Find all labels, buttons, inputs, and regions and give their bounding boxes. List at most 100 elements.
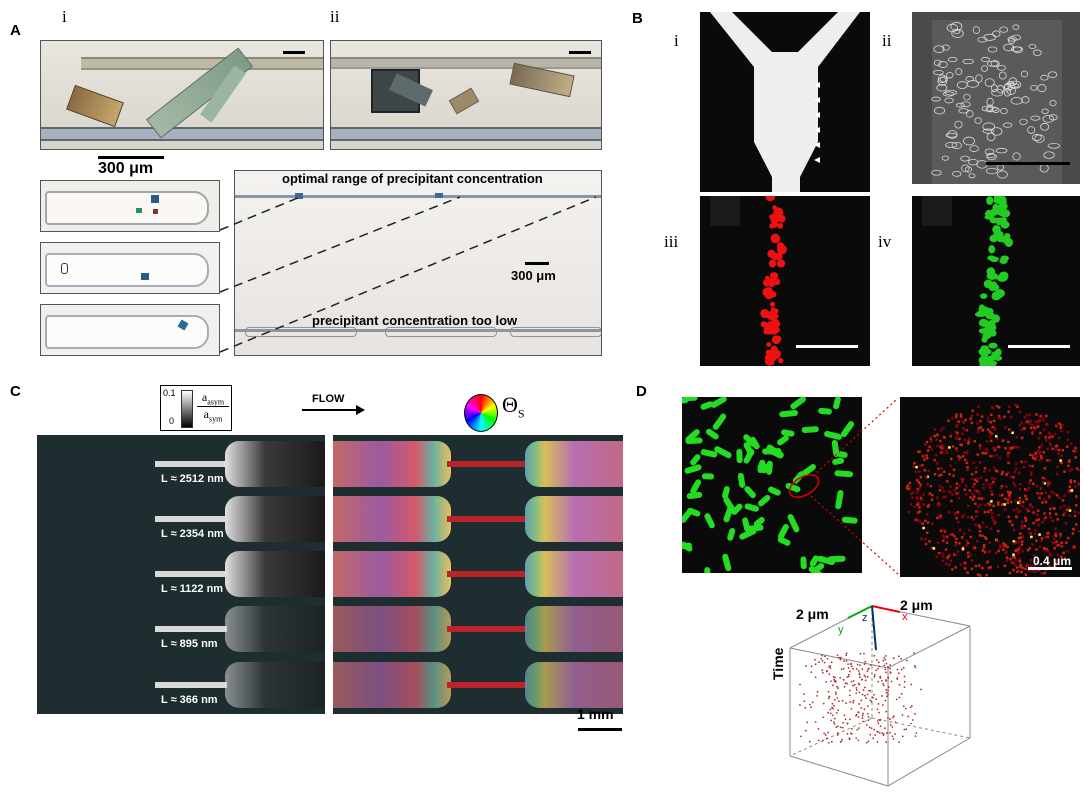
localization-point	[1014, 540, 1017, 544]
bacterium	[779, 409, 798, 418]
localization-point	[1010, 560, 1013, 563]
cell	[990, 127, 1003, 136]
localization-point	[1005, 559, 1009, 562]
cube-point	[848, 738, 851, 741]
panel-c-color-strip	[333, 490, 623, 548]
localization-point	[1019, 563, 1022, 567]
bacterium	[700, 449, 718, 458]
localization-point	[1013, 470, 1017, 474]
localization-point	[1029, 426, 1033, 430]
cube-point	[875, 669, 878, 672]
localization-point	[1042, 451, 1046, 454]
localization-point	[1063, 511, 1066, 515]
localization-point	[1072, 527, 1075, 531]
green-cell	[992, 274, 999, 280]
cube-point	[864, 694, 866, 697]
localization-point	[1067, 506, 1071, 509]
localization-point	[1029, 504, 1033, 508]
bacterium	[824, 430, 842, 440]
cube-point	[867, 715, 870, 718]
localization-point	[1022, 465, 1026, 469]
cube-point	[850, 665, 853, 668]
localization-point	[1011, 446, 1015, 449]
bacterium	[768, 486, 781, 496]
cell	[982, 128, 995, 134]
bacterium	[840, 421, 855, 438]
cell	[947, 57, 958, 63]
cube-point	[846, 722, 849, 725]
localization-point	[982, 487, 986, 490]
localization-point	[955, 437, 958, 440]
cube-point	[883, 656, 886, 659]
cell	[931, 96, 941, 102]
localization-point	[939, 529, 943, 533]
bacterium	[818, 407, 832, 415]
localization-point	[984, 447, 988, 451]
cube-point	[858, 683, 861, 686]
bacterium	[710, 397, 727, 408]
localization-point	[1006, 498, 1010, 502]
localization-point	[1072, 545, 1076, 548]
localization-point	[942, 528, 946, 532]
cube-point	[882, 733, 885, 735]
localization-point	[917, 450, 920, 453]
red-cell	[771, 252, 780, 261]
cube-point	[824, 734, 827, 736]
localization-point	[1054, 560, 1057, 564]
cube-point	[817, 739, 820, 742]
green-cell	[991, 292, 1002, 301]
localization-point	[968, 437, 971, 440]
localization-point	[968, 489, 972, 492]
cube-point	[847, 673, 850, 676]
localization-point	[961, 420, 965, 424]
localization-point	[947, 511, 951, 514]
cell	[942, 44, 950, 51]
ratio-den: a	[203, 407, 209, 422]
green-cell	[986, 267, 996, 276]
cube-point	[887, 689, 889, 692]
cube-point	[877, 661, 880, 664]
green-cell	[1000, 255, 1009, 262]
localization-point	[962, 562, 966, 565]
cell	[1042, 115, 1055, 123]
cube-point	[876, 708, 879, 711]
localization-point	[933, 458, 936, 462]
localization-point	[981, 451, 984, 455]
cube-point	[833, 678, 836, 681]
localization-point	[942, 535, 946, 539]
localization-point	[976, 453, 979, 456]
panel-c-length-label: L ≈ 895 nm	[161, 638, 218, 650]
cube-point	[885, 691, 888, 694]
localization-point	[965, 461, 969, 465]
localization-point	[958, 528, 962, 531]
localization-point	[925, 454, 929, 457]
bacterium	[682, 509, 693, 523]
cube-point	[850, 707, 853, 710]
localization-point	[1045, 547, 1048, 551]
localization-point	[1034, 457, 1037, 461]
cell	[981, 65, 988, 72]
localization-point	[1075, 504, 1078, 507]
cube-point	[882, 684, 885, 687]
panel-label-b: B	[632, 10, 643, 27]
localization-point	[939, 439, 942, 443]
bacterium	[834, 470, 854, 478]
localization-point	[941, 534, 945, 537]
cube-point	[879, 718, 882, 721]
cube-point	[865, 697, 867, 700]
localization-point	[948, 490, 951, 493]
cube-point	[836, 654, 839, 657]
red-cell	[768, 259, 777, 268]
localization-point	[1005, 550, 1008, 554]
panel-a-droplet-3	[40, 304, 220, 356]
cell	[1032, 49, 1042, 56]
localization-point	[982, 497, 985, 500]
localization-point	[1058, 422, 1061, 425]
localization-point	[961, 547, 965, 550]
cube-point	[828, 695, 831, 698]
localization-point	[1061, 449, 1065, 452]
cube-point	[884, 668, 887, 671]
localization-point	[923, 537, 927, 541]
localization-point	[983, 510, 987, 514]
localization-point	[1017, 540, 1020, 544]
